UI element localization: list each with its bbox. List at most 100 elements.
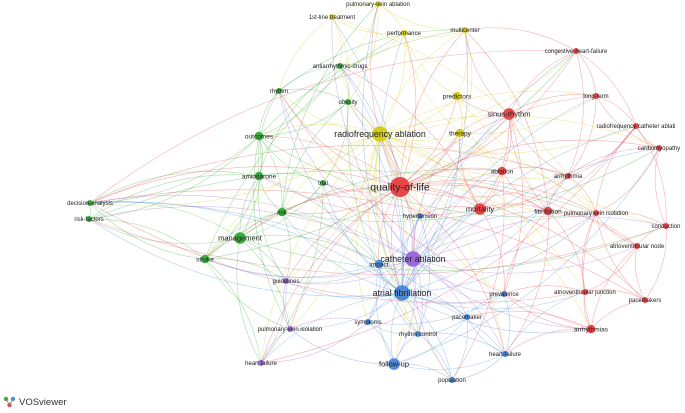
network-node[interactable]: management xyxy=(218,232,263,244)
network-node[interactable]: multicenter xyxy=(450,27,480,34)
node-circle[interactable] xyxy=(417,213,423,219)
node-circle[interactable] xyxy=(452,91,462,101)
network-node[interactable]: heart-failure xyxy=(489,351,522,358)
node-circle[interactable] xyxy=(503,108,515,120)
network-node[interactable]: follow-up xyxy=(379,358,409,370)
node-circle[interactable] xyxy=(401,30,407,36)
network-node[interactable]: atrial fibrillation xyxy=(373,285,432,301)
network-node[interactable]: arrhythmias xyxy=(574,324,609,334)
network-node[interactable]: ablation xyxy=(491,166,514,176)
node-circle[interactable] xyxy=(86,216,92,222)
network-node[interactable]: radiofrequency catheter ablati xyxy=(596,123,676,130)
node-circle[interactable] xyxy=(374,259,384,269)
node-circle[interactable] xyxy=(388,358,400,370)
node-circle[interactable] xyxy=(365,319,371,325)
network-node[interactable]: decision-analysis xyxy=(67,200,113,207)
node-circle[interactable] xyxy=(276,88,282,94)
node-circle[interactable] xyxy=(320,180,326,186)
node-circle[interactable] xyxy=(337,63,343,69)
network-link xyxy=(503,293,511,355)
node-circle[interactable] xyxy=(573,48,579,54)
node-circle[interactable] xyxy=(455,128,465,138)
network-node[interactable]: trial xyxy=(318,180,328,187)
node-circle[interactable] xyxy=(345,99,351,105)
network-link xyxy=(412,216,667,260)
network-node[interactable]: obesity xyxy=(338,99,358,106)
network-node[interactable]: symptoms xyxy=(354,319,382,326)
network-node[interactable]: catheter ablation xyxy=(380,251,446,267)
node-circle[interactable] xyxy=(283,278,289,284)
network-node[interactable]: performance xyxy=(387,30,422,37)
node-circle[interactable] xyxy=(254,171,264,181)
node-circle[interactable] xyxy=(87,200,93,206)
node-circle[interactable] xyxy=(642,297,648,303)
network-node[interactable]: rhythm control xyxy=(399,331,437,338)
node-circle[interactable] xyxy=(497,166,507,176)
network-node[interactable]: population xyxy=(438,377,466,384)
node-circle[interactable] xyxy=(287,326,293,332)
node-circle[interactable] xyxy=(258,360,264,366)
network-node[interactable]: congestive-heart-failure xyxy=(545,48,608,55)
network-node[interactable]: predictors xyxy=(443,91,472,101)
network-node[interactable]: amiodarone xyxy=(242,171,277,181)
network-node[interactable]: pacemaker xyxy=(452,314,482,321)
node-circle[interactable] xyxy=(375,1,381,7)
node-circle[interactable] xyxy=(390,177,410,197)
network-node[interactable]: risk xyxy=(277,207,288,217)
node-circle[interactable] xyxy=(593,93,599,99)
node-circle[interactable] xyxy=(582,289,588,295)
network-node[interactable]: arrhythmia xyxy=(554,173,583,180)
network-node[interactable]: rhythm xyxy=(270,88,288,95)
network-link xyxy=(347,101,419,335)
network-node[interactable]: stroke xyxy=(196,254,214,264)
node-circle[interactable] xyxy=(372,126,388,142)
node-circle[interactable] xyxy=(405,251,421,267)
network-node[interactable]: fibrillation xyxy=(534,206,562,216)
node-circle[interactable] xyxy=(329,14,335,20)
network-node[interactable]: antiarrhythmic-drugs xyxy=(313,63,368,70)
node-circle[interactable] xyxy=(234,232,246,244)
node-circle[interactable] xyxy=(656,145,662,151)
node-circle[interactable] xyxy=(415,331,421,337)
network-node[interactable]: conduction xyxy=(651,223,681,230)
node-circle[interactable] xyxy=(502,351,508,357)
node-circle[interactable] xyxy=(593,210,599,216)
network-node[interactable]: hypertension xyxy=(403,213,437,220)
network-node[interactable]: pulmonary vein isolation xyxy=(564,210,628,217)
network-node[interactable]: heart failure xyxy=(245,360,278,367)
node-circle[interactable] xyxy=(633,123,639,129)
node-circle[interactable] xyxy=(394,285,410,301)
network-node[interactable]: radiofrequency ablation xyxy=(334,126,426,142)
node-circle[interactable] xyxy=(464,314,470,320)
network-node[interactable]: outcomes xyxy=(245,131,274,141)
node-circle[interactable] xyxy=(501,291,507,297)
network-node[interactable]: 1st-line treatment xyxy=(309,14,356,21)
node-circle[interactable] xyxy=(565,173,571,179)
node-circle[interactable] xyxy=(449,377,455,383)
node-circle[interactable] xyxy=(586,324,596,334)
network-node[interactable]: prevalence xyxy=(489,291,519,298)
node-circle[interactable] xyxy=(634,243,640,249)
network-node[interactable]: atrioventricular node xyxy=(610,243,665,250)
node-circle[interactable] xyxy=(200,254,210,264)
network-node[interactable]: therapy xyxy=(449,128,472,138)
node-circle[interactable] xyxy=(277,207,287,217)
network-node[interactable]: cardiomyopathy xyxy=(638,145,680,152)
network-node[interactable]: pacemakers xyxy=(629,297,662,304)
node-circle[interactable] xyxy=(543,206,553,216)
network-node[interactable]: mortality xyxy=(466,203,495,215)
network-node[interactable]: pulmonary-vein ablation xyxy=(346,1,410,8)
node-circle[interactable] xyxy=(462,27,468,33)
network-node[interactable]: atrioventricular junction xyxy=(554,289,616,296)
network-node[interactable]: pulmonary-vein isolation xyxy=(258,326,323,333)
network-node[interactable]: guidelines xyxy=(272,278,300,285)
network-node[interactable]: quality-of-life xyxy=(370,177,430,197)
node-circle[interactable] xyxy=(663,223,669,229)
node-circle[interactable] xyxy=(474,203,486,215)
network-node[interactable]: impact xyxy=(369,259,389,269)
node-circle[interactable] xyxy=(254,131,264,141)
network-node[interactable]: sinus-rhythm xyxy=(488,108,531,120)
network-node[interactable]: risk-factors xyxy=(74,216,104,223)
network-node[interactable]: long-term xyxy=(583,93,609,100)
